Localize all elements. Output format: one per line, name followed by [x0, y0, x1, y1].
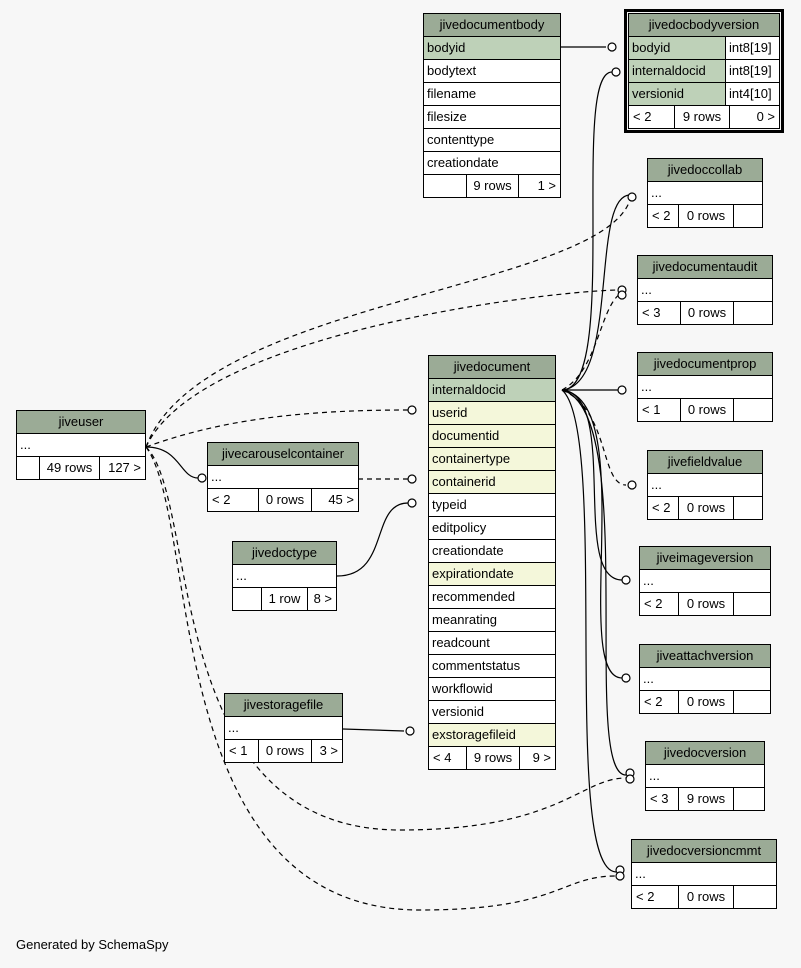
column-row: ... [638, 376, 772, 399]
table-title: jivedocumentbody [424, 14, 560, 37]
table-footer: < 1 0 rows 3 > [225, 740, 342, 762]
table-title: jiveattachversion [640, 645, 770, 668]
table-jivedocumentbody[interactable]: jivedocumentbody bodyid bodytext filenam… [423, 13, 561, 198]
column-row: editpolicy [429, 517, 555, 540]
table-footer: < 2 0 rows [648, 205, 762, 227]
table-title: jivecarouselcontainer [208, 443, 358, 466]
table-title: jiveuser [17, 411, 145, 434]
column-row: expirationdate [429, 563, 555, 586]
edge-typeid [336, 502, 409, 577]
table-jivefieldvalue[interactable]: jivefieldvalue ... < 2 0 rows [647, 450, 763, 520]
table-footer: < 4 9 rows 9 > [429, 747, 555, 769]
column-row: ... [632, 863, 776, 886]
column-row: ... [208, 466, 358, 489]
table-footer: < 2 0 rows [640, 593, 770, 615]
table-jivedocversion[interactable]: jivedocversion ... < 3 9 rows [645, 741, 765, 811]
column-row: internaldocid [429, 379, 555, 402]
table-jivedocumentaudit[interactable]: jivedocumentaudit ... < 3 0 rows [637, 255, 773, 325]
table-footer: < 2 0 rows 45 > [208, 489, 358, 511]
table-footer: < 2 0 rows [632, 886, 776, 908]
table-footer: < 2 0 rows [640, 691, 770, 713]
column-row: filesize [424, 106, 560, 129]
table-title: jivedocument [429, 356, 555, 379]
column-row: meanrating [429, 609, 555, 632]
table-title: jivedoccollab [648, 159, 762, 182]
column-row: filename [424, 83, 560, 106]
table-jiveimageversion[interactable]: jiveimageversion ... < 2 0 rows [639, 546, 771, 616]
edge-attachversion [561, 389, 623, 679]
table-jivedoccollab[interactable]: jivedoccollab ... < 2 0 rows [647, 158, 763, 228]
column-row: workflowid [429, 678, 555, 701]
table-title: jivedocversion [646, 742, 764, 765]
column-row: containertype [429, 448, 555, 471]
table-jivedocversioncmmt[interactable]: jivedocversioncmmt ... < 2 0 rows [631, 839, 777, 909]
edge-imageversion [561, 389, 623, 581]
column-row: contenttype [424, 129, 560, 152]
edge-doccollab-solid [561, 194, 631, 391]
column-row: bodytext [424, 60, 560, 83]
column-row: ... [638, 279, 772, 302]
column-row: readcount [429, 632, 555, 655]
column-row: ... [648, 182, 762, 205]
column-row: containerid [429, 471, 555, 494]
edge-docversioncmmt [561, 389, 617, 873]
edge-docversion [561, 389, 627, 776]
table-jivedocument[interactable]: jivedocument internaldocid userid docume… [428, 355, 556, 770]
table-jiveattachversion[interactable]: jiveattachversion ... < 2 0 rows [639, 644, 771, 714]
table-footer: 1 row 8 > [233, 588, 336, 610]
column-row: creationdate [424, 152, 560, 175]
table-jivedoctype[interactable]: jivedoctype ... 1 row 8 > [232, 541, 337, 611]
table-jiveuser[interactable]: jiveuser ... 49 rows 127 > [16, 410, 146, 480]
column-row: bodyid [424, 37, 560, 60]
table-jivedocumentprop[interactable]: jivedocumentprop ... < 1 0 rows [637, 352, 773, 422]
column-row: documentid [429, 425, 555, 448]
column-row: commentstatus [429, 655, 555, 678]
column-row: ... [233, 565, 336, 588]
column-row: versionid [429, 701, 555, 724]
column-row: recommended [429, 586, 555, 609]
table-title: jivedocversioncmmt [632, 840, 776, 863]
column-row: ... [640, 570, 770, 593]
table-jivestoragefile[interactable]: jivestoragefile ... < 1 0 rows 3 > [224, 693, 343, 763]
column-row: ... [640, 668, 770, 691]
table-footer: < 3 0 rows [638, 302, 772, 324]
column-row: ... [17, 434, 145, 457]
edge-internaldocid-bodyversion [561, 71, 613, 391]
table-title: jivestoragefile [225, 694, 342, 717]
generated-by-note: Generated by SchemaSpy [16, 937, 169, 952]
table-footer: < 3 9 rows [646, 788, 764, 810]
edge-storagefile [342, 728, 405, 732]
edge-doc-documentaudit [561, 291, 625, 391]
edge-user-doccollab [145, 199, 631, 448]
table-footer: 49 rows 127 > [17, 457, 145, 479]
table-title: jivedoctype [233, 542, 336, 565]
table-footer: < 1 0 rows [638, 399, 772, 421]
edge-doc-fieldvalue [561, 389, 627, 486]
column-row: ... [648, 474, 762, 497]
table-title: jivedocbodyversion [629, 14, 779, 37]
edge-carousel [145, 446, 199, 479]
column-row: creationdate [429, 540, 555, 563]
table-title: jiveimageversion [640, 547, 770, 570]
table-footer: 9 rows 1 > [424, 175, 560, 197]
table-jivecarouselcontainer[interactable]: jivecarouselcontainer ... < 2 0 rows 45 … [207, 442, 359, 512]
column-row: exstoragefileid [429, 724, 555, 747]
table-footer: < 2 9 rows 0 > [629, 106, 779, 128]
table-title: jivedocumentprop [638, 353, 772, 376]
table-footer: < 2 0 rows [648, 497, 762, 519]
column-row: typeid [429, 494, 555, 517]
table-title: jivedocumentaudit [638, 256, 772, 279]
column-row: ... [646, 765, 764, 788]
column-row: ... [225, 717, 342, 740]
table-title: jivefieldvalue [648, 451, 762, 474]
column-row: userid [429, 402, 555, 425]
